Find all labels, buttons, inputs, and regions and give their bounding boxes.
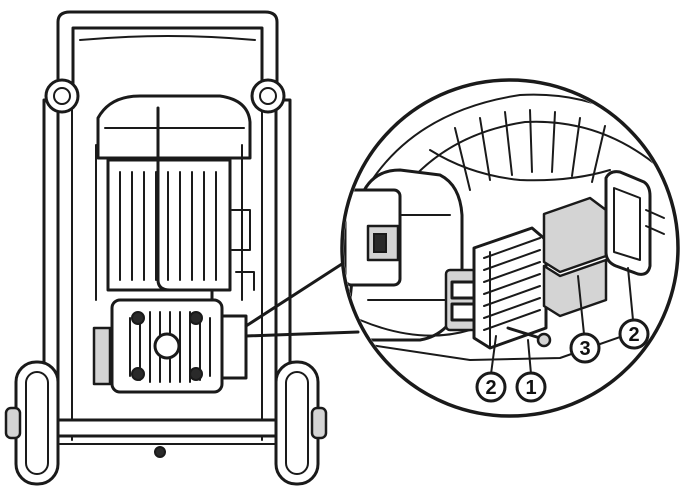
left-wheel-icon (4, 360, 60, 486)
callout-label: 1 (525, 377, 536, 399)
magnifier-connector (244, 260, 360, 338)
motor-unit (95, 94, 255, 302)
callout-1: 1 (515, 371, 547, 403)
callout-label: 2 (485, 377, 496, 399)
callout-label: 2 (628, 324, 639, 346)
right-wheel-icon (274, 360, 328, 486)
trolley-frame (38, 10, 297, 458)
callout-3: 3 (569, 332, 601, 364)
pump-head (92, 298, 248, 394)
left-knob-icon (44, 78, 80, 114)
right-knob-icon (250, 78, 286, 114)
callout-2-left: 2 (475, 371, 507, 403)
callout-leaders (490, 267, 634, 375)
detail-view (340, 78, 680, 418)
callout-2-right: 2 (618, 318, 650, 350)
callout-label: 3 (579, 338, 590, 360)
